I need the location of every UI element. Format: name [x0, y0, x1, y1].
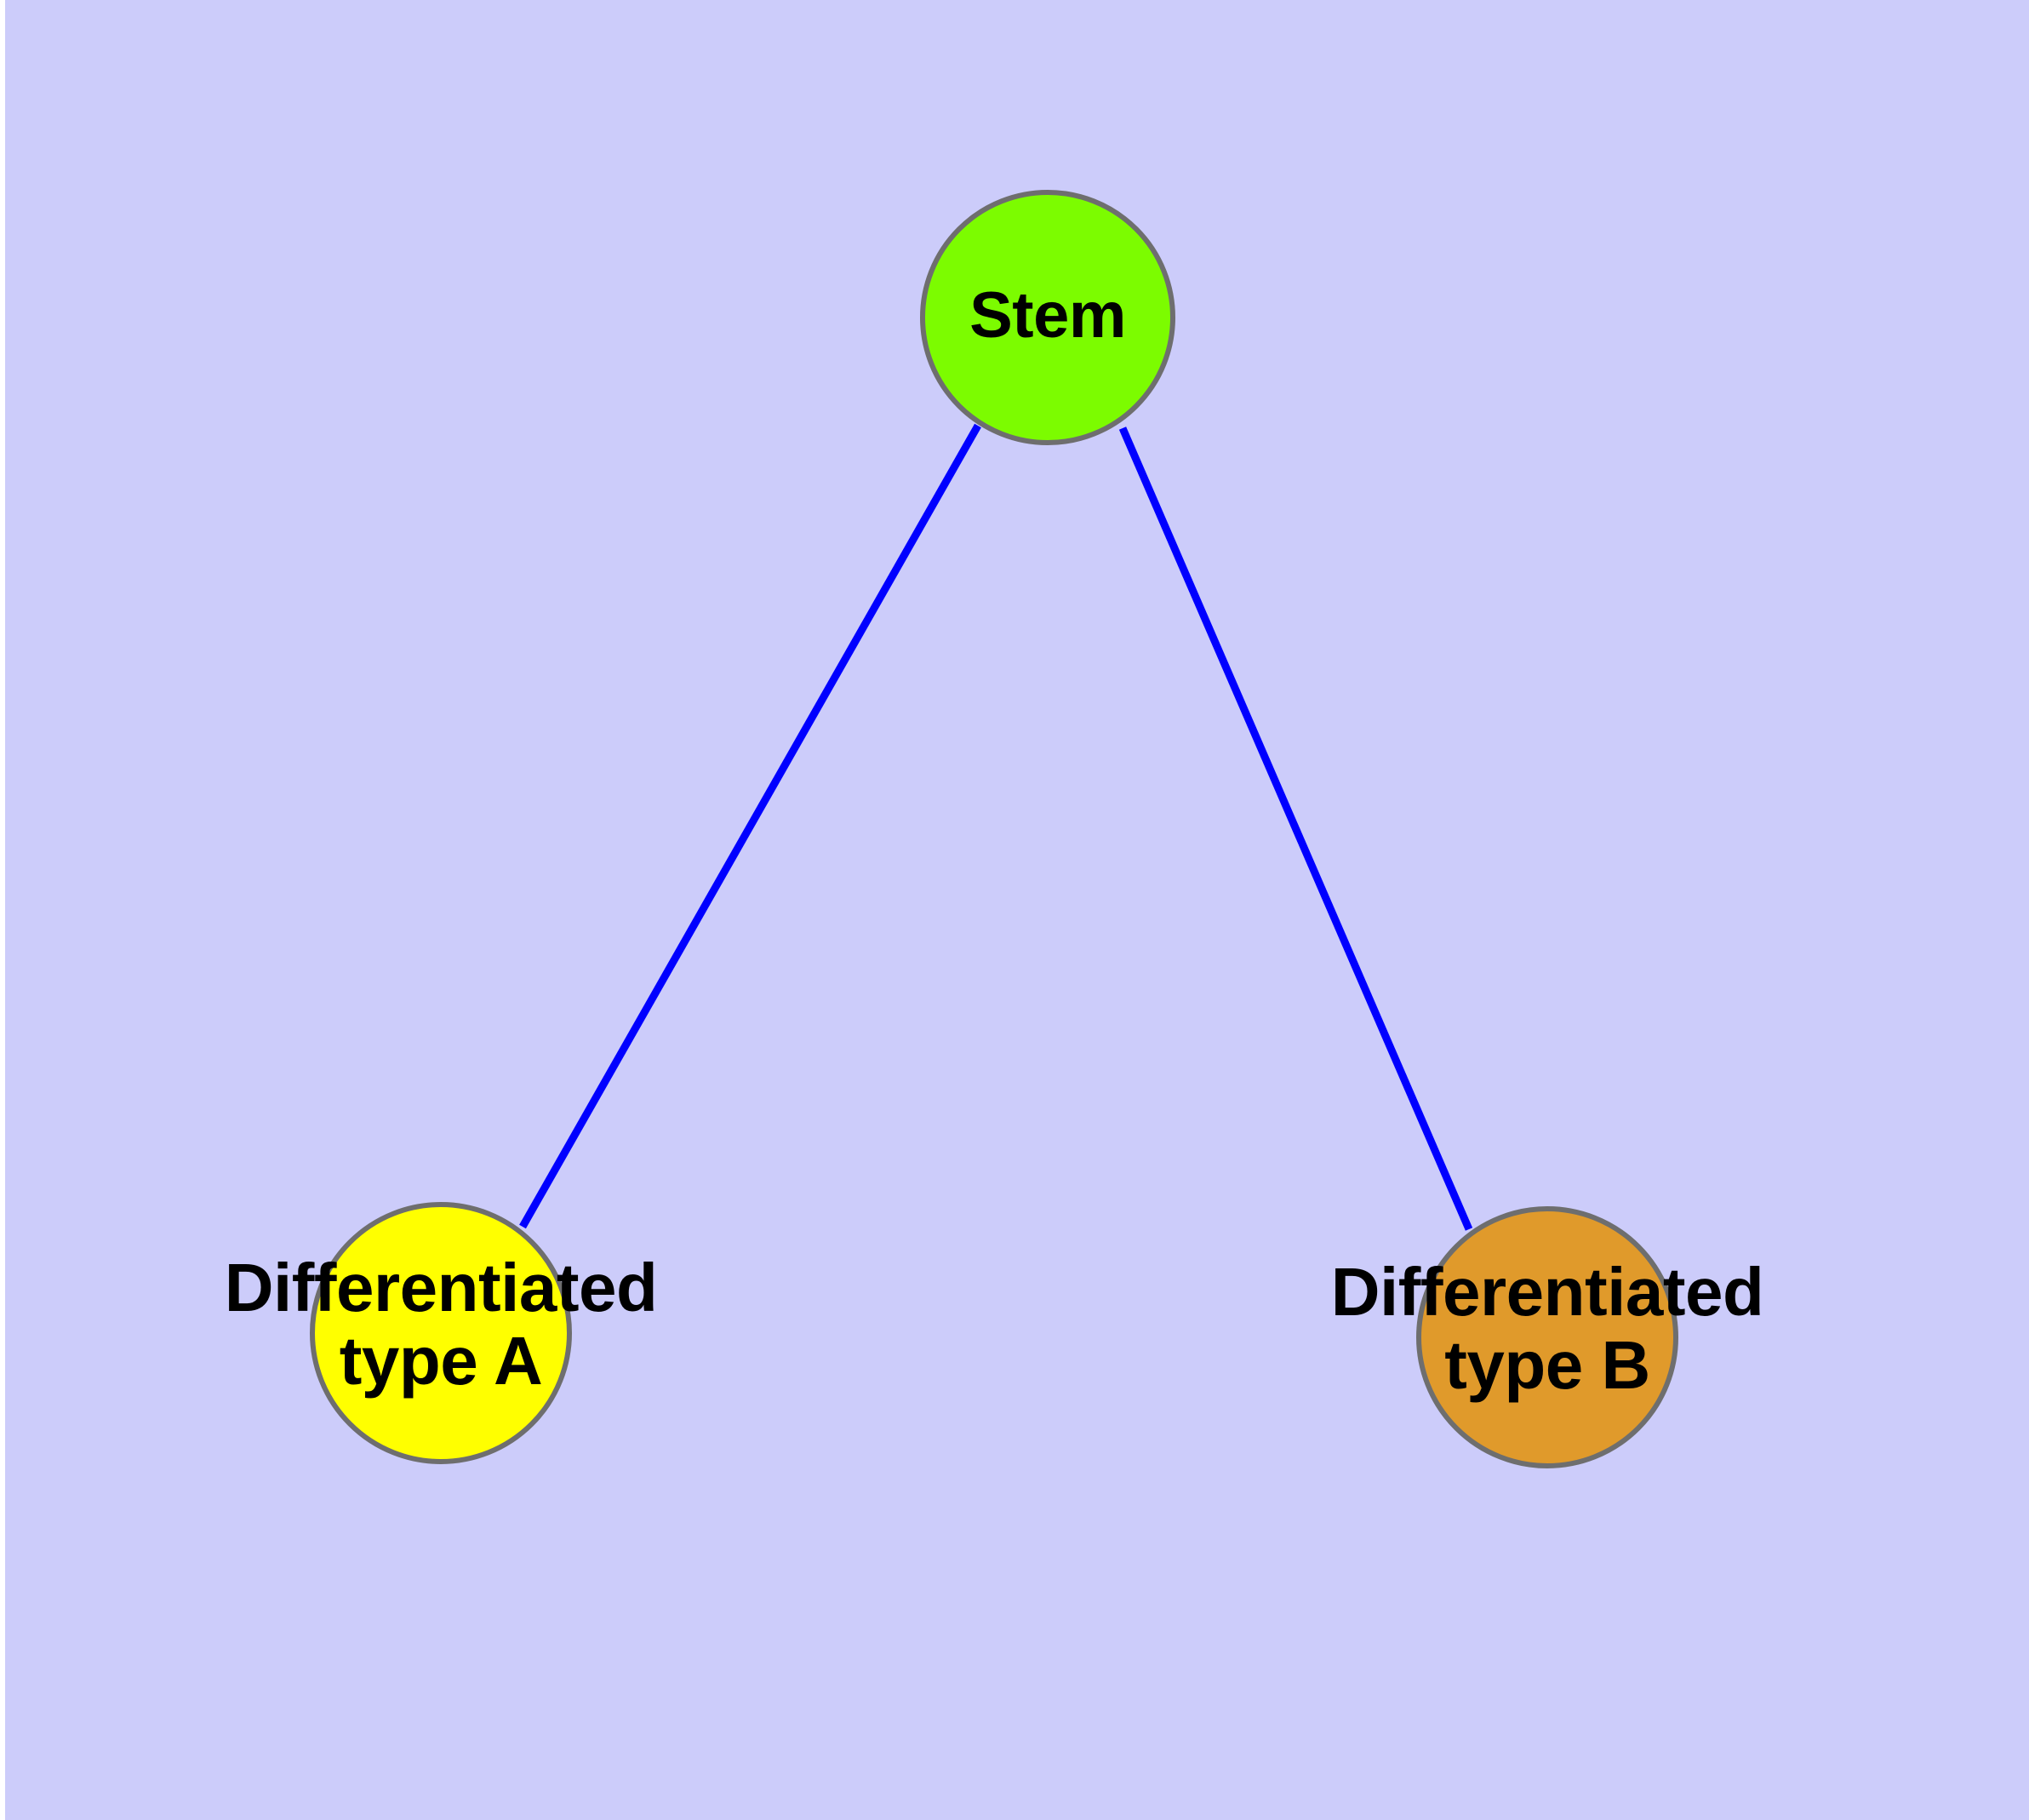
node-differentiated-type-b[interactable]: [1416, 1206, 1678, 1468]
node-label-differentiated-type-b: Differentiated type B: [1330, 1254, 1764, 1404]
node-label-differentiated-type-a: Differentiated type A: [224, 1250, 658, 1399]
node-stem[interactable]: [920, 190, 1175, 445]
node-label-stem: Stem: [969, 279, 1126, 352]
node-differentiated-type-a[interactable]: [310, 1202, 572, 1464]
